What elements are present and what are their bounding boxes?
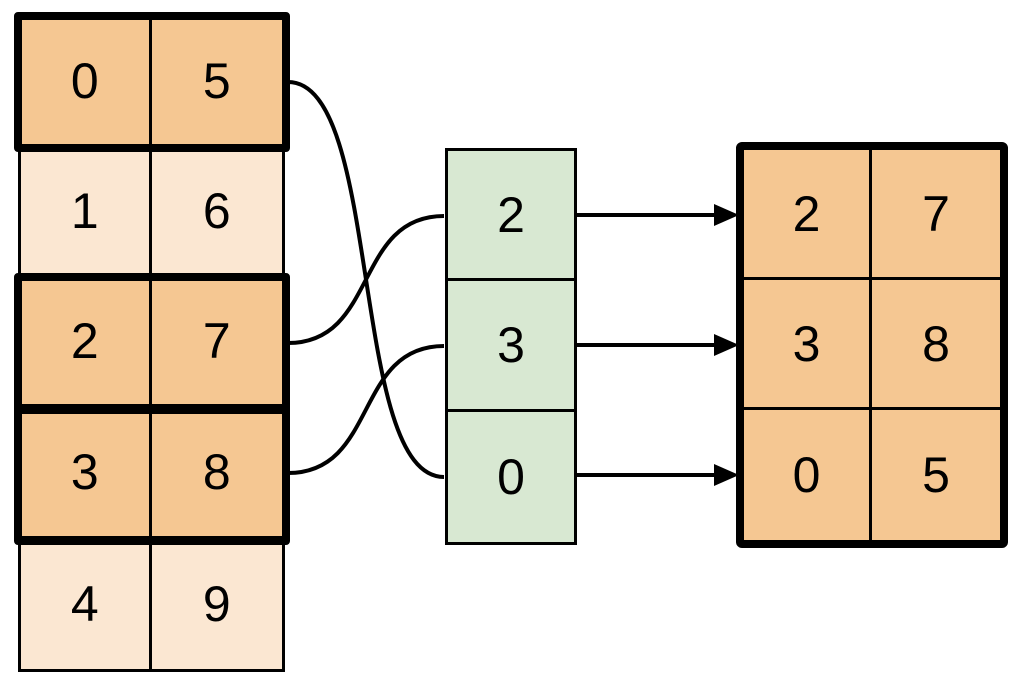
index-cell-0: 2 bbox=[448, 151, 574, 282]
curve-source-row2-to-index-2 bbox=[287, 214, 445, 345]
result-cell-r2c1: 5 bbox=[872, 410, 1000, 540]
result-cell-r1c0: 3 bbox=[744, 280, 872, 410]
arrow-index-0-to-result-row2 bbox=[576, 464, 739, 486]
source-cell-r2c1: 7 bbox=[151, 277, 282, 409]
source-table: 0 5 1 6 2 7 3 8 4 9 bbox=[18, 14, 285, 672]
source-cell-r3c0: 3 bbox=[21, 408, 152, 539]
result-cell-r1c1: 8 bbox=[872, 280, 1000, 410]
index-column: 2 3 0 bbox=[445, 148, 577, 545]
result-cell-r0c1: 7 bbox=[872, 150, 1000, 280]
source-cell-r4c0: 4 bbox=[21, 538, 152, 669]
curve-source-row0-to-index-0 bbox=[287, 80, 445, 479]
source-cell-r4c1: 9 bbox=[151, 538, 282, 669]
source-cell-r0c1: 5 bbox=[151, 17, 282, 148]
source-cell-r1c1: 6 bbox=[151, 147, 282, 278]
curve-source-row3-to-index-3 bbox=[287, 344, 445, 475]
arrow-index-3-to-result-row1 bbox=[576, 334, 739, 356]
result-cell-r2c0: 0 bbox=[744, 410, 872, 540]
index-cell-2: 0 bbox=[448, 411, 574, 542]
source-cell-r0c0: 0 bbox=[21, 17, 152, 148]
source-cell-r1c0: 1 bbox=[21, 147, 152, 278]
source-cell-r3c1: 8 bbox=[151, 408, 282, 539]
arrow-index-2-to-result-row0 bbox=[576, 204, 739, 226]
result-cell-r0c0: 2 bbox=[744, 150, 872, 280]
source-cell-r2c0: 2 bbox=[21, 277, 152, 409]
index-cell-1: 3 bbox=[448, 281, 574, 412]
result-table: 2 7 3 8 0 5 bbox=[736, 142, 1008, 548]
